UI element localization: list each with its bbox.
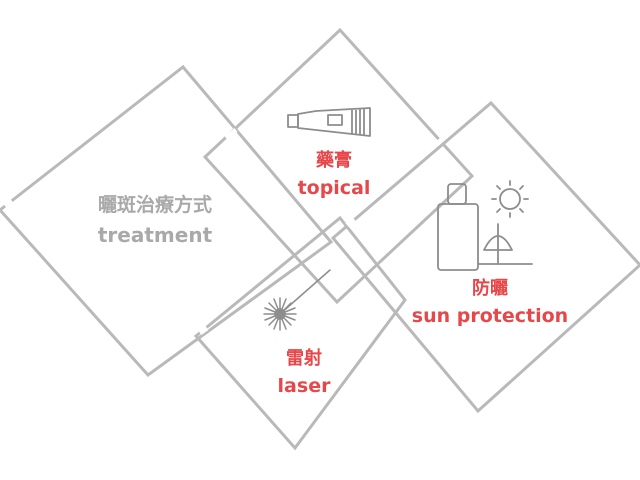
laser-label: 雷射 laser (244, 350, 364, 396)
topical-label: 藥膏 topical (264, 152, 404, 198)
treatment-title-zh: 曬斑治療方式 (97, 194, 212, 216)
sun-protection-label-zh: 防曬 (472, 278, 508, 299)
sun-protection-label-en: sun protection (411, 305, 569, 327)
laser-label-zh: 雷射 (286, 348, 322, 369)
laser-beam-icon (263, 269, 331, 331)
cream-tube-icon (287, 107, 371, 137)
laser-label-en: laser (277, 375, 331, 397)
treatment-label: 曬斑治療方式 treatment (60, 194, 250, 247)
sun-protection-diamond (330, 100, 640, 414)
overlap-gaps (3, 128, 448, 361)
topical-label-zh: 藥膏 (316, 150, 352, 171)
sun-protection-label: 防曬 sun protection (400, 280, 580, 326)
topical-label-en: topical (297, 177, 371, 199)
topical-diamond (202, 27, 475, 305)
treatment-diamond (0, 64, 334, 378)
laser-diamond (193, 215, 407, 451)
sunscreen-bottle-umbrella-sun-icon (437, 180, 533, 271)
treatment-title-en: treatment (97, 223, 213, 247)
